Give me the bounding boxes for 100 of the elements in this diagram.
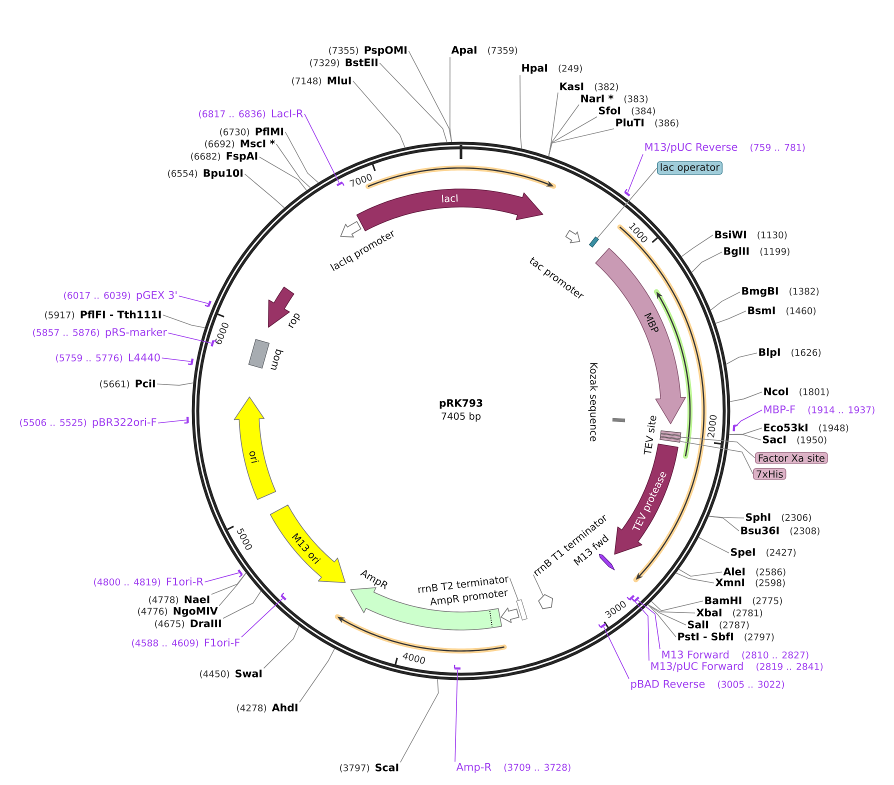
enzyme-label: KasI (382) [560, 82, 618, 92]
feature-label: bom [270, 349, 284, 370]
enzyme-label: (5661) PciI [100, 379, 155, 388]
leader-line [708, 516, 740, 532]
leader-line [735, 410, 762, 428]
leader-line [244, 174, 285, 208]
leader-line [284, 132, 319, 184]
enzyme-label: (4278) AhdI [237, 703, 298, 712]
leader-line [730, 392, 762, 402]
primer-mark [188, 358, 194, 366]
leader-line [548, 116, 598, 157]
enzyme-label: PluTI (386) [616, 118, 678, 128]
leader-line [400, 678, 439, 763]
plasmid-size: 7405 bp [442, 412, 481, 422]
enzyme-label: (4675) DraIII [155, 620, 221, 628]
leader-line [454, 669, 458, 762]
enzyme-label: HpaI (249) [522, 64, 582, 74]
primer-label: MBP-F (1914 .. 1937) [764, 406, 874, 414]
primer-label: M13/pUC Reverse (759 .. 781) [645, 142, 805, 153]
position-label: 4000 [402, 652, 426, 664]
primer-label: (5857 .. 5876) pRS-marker [33, 328, 167, 338]
leader-line [698, 536, 730, 554]
leader-line [680, 440, 754, 474]
leader-line [648, 604, 686, 626]
primer-label: (6817 .. 6836) LacI-R [199, 110, 303, 118]
primer-mark [184, 416, 189, 424]
leader-line [263, 626, 300, 669]
primer-label: M13/pUC Forward (2819 .. 2841) [651, 662, 823, 672]
leader-line [211, 572, 246, 595]
feature-mark [660, 434, 681, 440]
primer-label: (4588 .. 4609) F1ori-F [132, 638, 240, 648]
leader-line [276, 144, 311, 188]
enzyme-label: (6730) PflMI [220, 127, 284, 136]
leader-line [168, 332, 212, 344]
leader-line [710, 292, 740, 311]
leader-line [162, 314, 206, 328]
leader-line [603, 626, 630, 680]
leader-line [648, 604, 676, 638]
leader-line [691, 252, 722, 273]
feature-label: Kozak sequence [588, 363, 598, 442]
primer-mark [598, 623, 606, 628]
leader-line [352, 80, 406, 148]
terminator-symbol [538, 594, 554, 610]
primer-label: Amp-R (3709 .. 3728) [456, 763, 570, 773]
leader-line [548, 92, 558, 157]
leader-line [548, 128, 614, 157]
enzyme-label: BmgBI (1382) [742, 287, 819, 297]
feature-mark [660, 436, 680, 443]
enzyme-label: BsmI (1460) [748, 306, 816, 316]
primer-mark [454, 664, 460, 670]
enzyme-label: BsiWI (1130) [715, 230, 787, 240]
leader-line [218, 572, 246, 606]
leader-line [648, 604, 696, 614]
leader-line [299, 648, 335, 703]
primer-mark [732, 424, 738, 432]
leader-line [204, 572, 240, 582]
leader-line [597, 168, 658, 238]
enzyme-label: XbaI (2781) [696, 608, 762, 618]
enzyme-label: (7148) MluI [292, 76, 351, 86]
leader-line [520, 74, 522, 150]
plasmid-name: pRK793 [440, 399, 482, 409]
enzyme-label: NarI * (383) [581, 94, 648, 104]
primer-label: (4800 .. 4819) F1ori-R [94, 577, 204, 587]
leader-line [304, 114, 340, 184]
enzyme-label: (5917) PflFI - Tth111I [45, 310, 161, 320]
leader-line [222, 590, 262, 619]
primer-mark [336, 182, 344, 186]
enzyme-label: NcoI (1801) [764, 388, 829, 396]
enzyme-label: BlpI (1626) [759, 348, 821, 358]
primer-mark [238, 569, 243, 578]
primer-label: (6017 .. 6039) pGEX 3' [64, 290, 177, 301]
primer-mark [210, 340, 217, 347]
enzyme-label: BglII (1199) [724, 246, 790, 257]
primer-mark [204, 300, 212, 308]
enzyme-label: (7355) PspOMI [329, 46, 406, 56]
enzyme-label: PstI - SbfI (2797) [678, 632, 774, 642]
primer-label: (5506 .. 5525) pBR322ori-F [20, 418, 156, 428]
enzyme-label: (6554) Bpu10I [168, 169, 242, 179]
leader-line [156, 382, 194, 386]
feature-tag: Factor Xa site [755, 452, 828, 464]
leader-line [408, 50, 452, 142]
enzyme-label: (6692) MscI * [205, 140, 275, 148]
enzyme-label: XmnI (2598) [715, 578, 785, 588]
feature-mark [612, 418, 626, 422]
leader-line [450, 56, 452, 142]
gene-feature: lacI [356, 188, 544, 232]
enzyme-label: (3797) ScaI [340, 764, 398, 772]
enzyme-label: Eco53kI (1948) [764, 423, 848, 432]
enzyme-label: (4778) NaeI [149, 596, 210, 604]
enzyme-label: SpeI (2427) [731, 548, 796, 558]
leader-line [632, 598, 650, 662]
enzyme-label: (4776) NgoMIV [138, 607, 218, 617]
primer-label: (5759 .. 5776) L4440 [56, 353, 160, 363]
leader-line [509, 578, 519, 601]
leader-line [379, 62, 448, 143]
leader-line [637, 600, 660, 650]
leader-line [681, 234, 714, 257]
leader-line [158, 420, 187, 424]
leader-line [726, 352, 758, 365]
origin-feature: ori [234, 396, 276, 500]
